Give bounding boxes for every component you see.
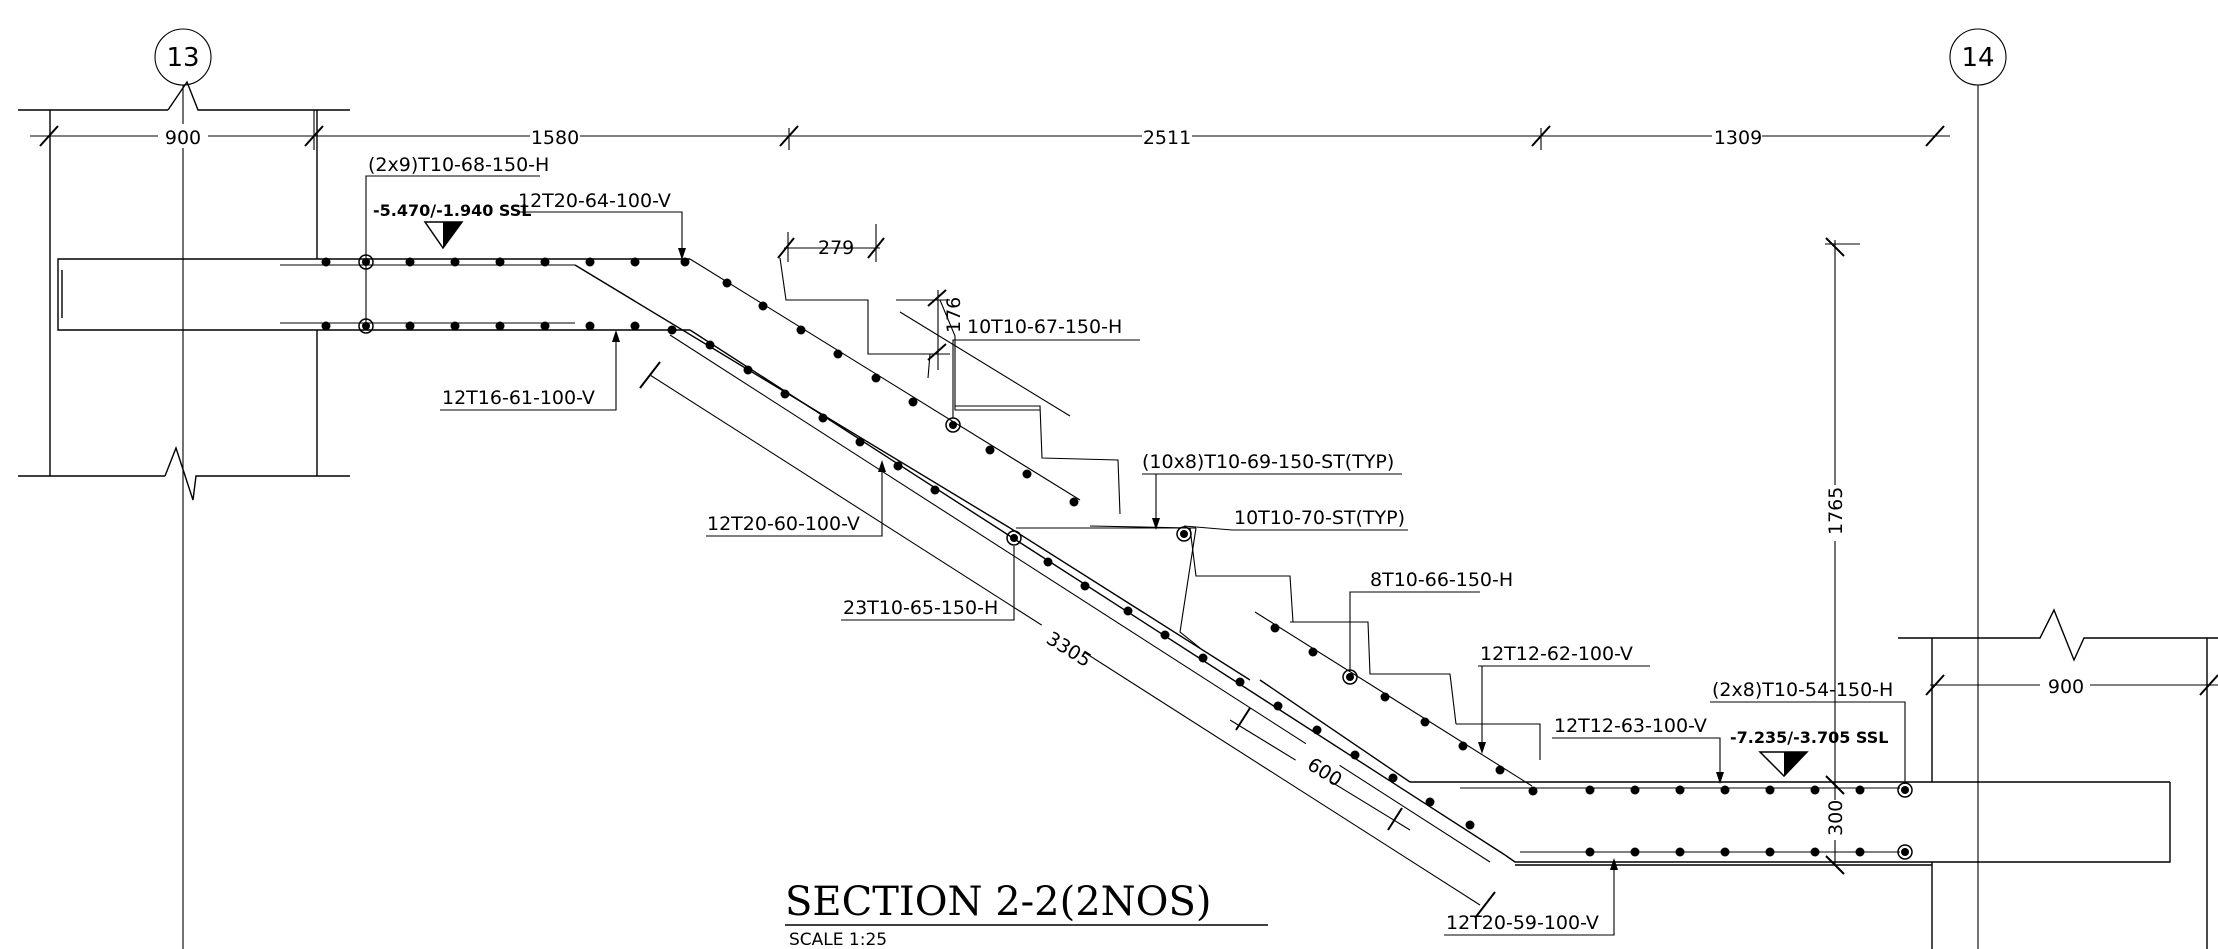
dim-1580: 1580: [531, 127, 579, 149]
rebar-label-68: (2x9)T10-68-150-H: [368, 154, 549, 176]
dim-1765: 1765: [1825, 487, 1847, 535]
level-lower-label: -7.235/-3.705 SSL: [1730, 728, 1888, 747]
level-marker-lower: -7.235/-3.705 SSL: [1730, 728, 1888, 778]
stair-flight-outline: [574, 257, 1541, 863]
grid-bubble-13-label: 13: [166, 43, 199, 73]
grid-bubble-14-label: 14: [1961, 43, 1994, 73]
rebar-label-66: 8T10-66-150-H: [1370, 569, 1513, 591]
rebar-label-54: (2x8)T10-54-150-H: [1712, 679, 1893, 701]
rebar-ringed-bars: [358, 254, 1913, 860]
rebar-label-67: 10T10-67-150-H: [967, 316, 1122, 338]
rebar-dots: [321, 257, 1865, 857]
grid-line-13: 13: [154, 28, 212, 949]
flight-height-dimension: 1765 300: [1822, 237, 1860, 875]
level-upper-label: -5.470/-1.940 SSL: [373, 201, 531, 220]
dim-1309: 1309: [1714, 127, 1762, 149]
dim-279: 279: [818, 237, 854, 259]
rebar-label-59: 12T20-59-100-V: [1446, 912, 1599, 934]
level-marker-upper: -5.470/-1.940 SSL: [373, 201, 531, 250]
upper-landing-slab: [57, 258, 690, 331]
rebar-label-64: 12T20-64-100-V: [518, 190, 671, 212]
dim-900-left: 900: [165, 127, 201, 149]
section-scale: SCALE 1:25: [789, 930, 887, 949]
section-title-block: SECTION 2-2(2NOS) SCALE 1:25: [785, 879, 1268, 949]
rebar-leaders: [365, 175, 1906, 936]
grid-line-14: 14: [1949, 28, 2007, 949]
rebar-labels: (2x9)T10-68-150-H 12T20-64-100-V 10T10-6…: [368, 154, 1893, 934]
rebar-label-60: 12T20-60-100-V: [707, 513, 860, 535]
rebar-label-62: 12T12-62-100-V: [1480, 643, 1633, 665]
rebar-label-65: 23T10-65-150-H: [843, 597, 998, 619]
left-wall-outline: [18, 80, 350, 501]
grid-bubble-14: [1949, 28, 2007, 86]
right-landing-dimension: 900: [1925, 673, 2218, 698]
grid-bubble-13: [154, 28, 212, 86]
section-title: SECTION 2-2(2NOS): [785, 879, 1211, 925]
top-dimension-chain: 900 1580 2511 1309: [30, 110, 1950, 150]
dim-176: 176: [943, 297, 965, 333]
dim-300: 300: [1825, 800, 1847, 836]
rebar-label-61: 12T16-61-100-V: [442, 387, 595, 409]
dim-900-right: 900: [2048, 676, 2084, 698]
dim-2511: 2511: [1143, 127, 1191, 149]
rebar-label-69: (10x8)T10-69-150-ST(TYP): [1142, 451, 1394, 473]
rebar-label-63: 12T12-63-100-V: [1554, 715, 1707, 737]
step-dimensions: 279 176: [777, 224, 965, 370]
flight-length-dimension: 3305 600: [639, 361, 1496, 919]
rebar-label-70: 10T10-70-ST(TYP): [1234, 507, 1405, 529]
